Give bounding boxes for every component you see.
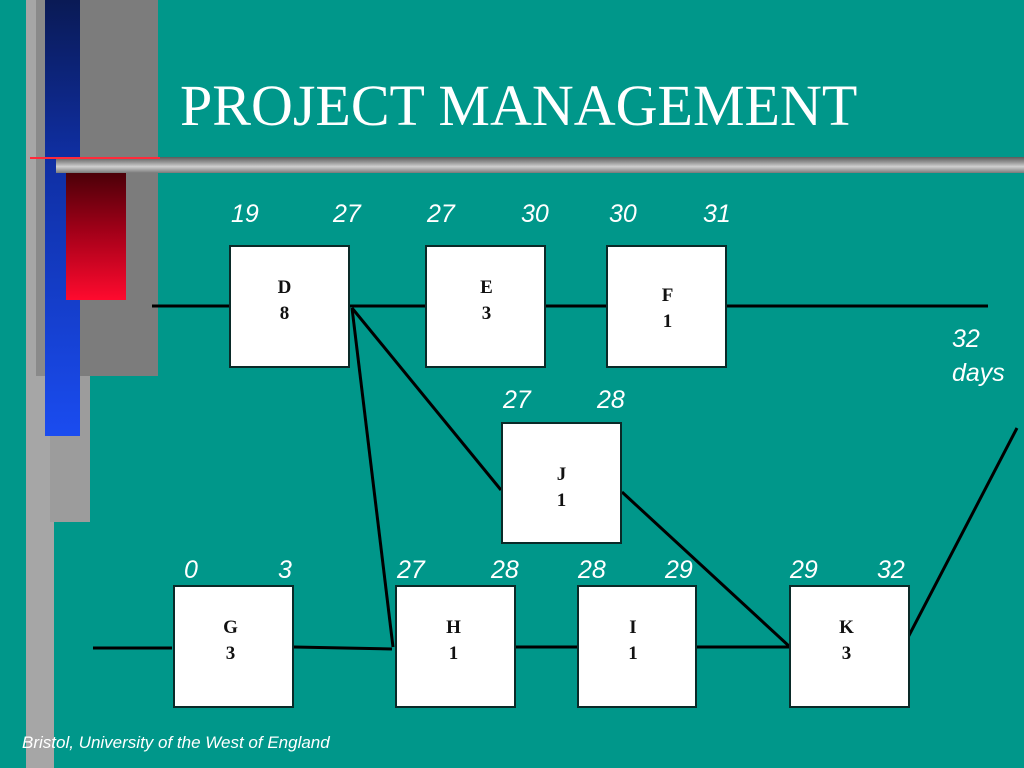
node-h-duration: 1 xyxy=(448,642,459,664)
node-i-earliest: 28 xyxy=(578,556,606,584)
node-g: G 3 xyxy=(173,585,294,708)
node-d: D 8 xyxy=(229,245,350,368)
node-d-earliest: 19 xyxy=(231,200,259,228)
deco-title-rule xyxy=(56,157,1024,173)
deco-bar-red xyxy=(66,172,126,300)
node-h-latest: 28 xyxy=(491,556,519,584)
connector-d-h xyxy=(350,307,395,648)
node-j-latest: 28 xyxy=(597,386,625,414)
node-f-id: F xyxy=(661,285,674,306)
node-h-earliest: 27 xyxy=(397,556,425,584)
node-j-earliest: 27 xyxy=(503,386,531,414)
node-e: E 3 xyxy=(425,245,546,368)
node-i-duration: 1 xyxy=(628,642,638,664)
node-j-duration: 1 xyxy=(556,489,567,511)
node-k-id: K xyxy=(839,617,854,638)
node-k: K 3 xyxy=(789,585,910,708)
connector-g-h xyxy=(293,645,393,651)
deco-title-rule-accent xyxy=(30,157,160,159)
node-i-latest: 29 xyxy=(665,556,693,584)
node-g-id: G xyxy=(223,617,238,638)
footer-credit: Bristol, University of the West of Engla… xyxy=(22,733,330,752)
node-e-duration: 3 xyxy=(481,302,492,324)
node-g-duration: 3 xyxy=(225,642,236,664)
connector-k-end xyxy=(901,427,1019,648)
node-k-earliest: 29 xyxy=(790,556,818,584)
node-f-earliest: 30 xyxy=(609,200,637,228)
node-k-duration: 3 xyxy=(841,642,852,664)
node-i-id: I xyxy=(629,617,637,638)
page-title: PROJECT MANAGEMENT xyxy=(180,73,858,138)
end-label-value: 32 xyxy=(952,325,980,353)
node-d-latest: 27 xyxy=(333,200,361,228)
node-i: I 1 xyxy=(577,585,697,708)
node-d-id: D xyxy=(277,277,292,298)
end-label-unit: days xyxy=(952,359,1005,387)
node-e-id: E xyxy=(480,277,493,298)
node-e-latest: 30 xyxy=(521,200,549,228)
node-e-label: E 3 xyxy=(429,275,544,326)
node-k-latest: 32 xyxy=(877,556,905,584)
node-d-duration: 8 xyxy=(279,302,290,324)
node-h-label: H 1 xyxy=(393,615,514,666)
node-j-label: J 1 xyxy=(503,462,620,513)
connector-j-k xyxy=(620,490,792,649)
node-f-duration: 1 xyxy=(662,310,673,332)
node-f-label: F 1 xyxy=(610,283,725,334)
node-i-label: I 1 xyxy=(571,615,695,666)
node-h-id: H xyxy=(446,617,461,638)
node-j-id: J xyxy=(556,464,567,485)
node-j: J 1 xyxy=(501,422,622,544)
node-e-earliest: 27 xyxy=(427,200,455,228)
node-g-latest: 3 xyxy=(278,556,292,584)
node-h: H 1 xyxy=(395,585,516,708)
connector-d-j xyxy=(350,307,503,491)
node-k-label: K 3 xyxy=(785,615,908,666)
node-g-label: G 3 xyxy=(169,615,292,666)
node-d-label: D 8 xyxy=(221,275,348,326)
node-g-earliest: 0 xyxy=(184,556,198,584)
node-f-latest: 31 xyxy=(703,200,731,228)
node-f: F 1 xyxy=(606,245,727,368)
